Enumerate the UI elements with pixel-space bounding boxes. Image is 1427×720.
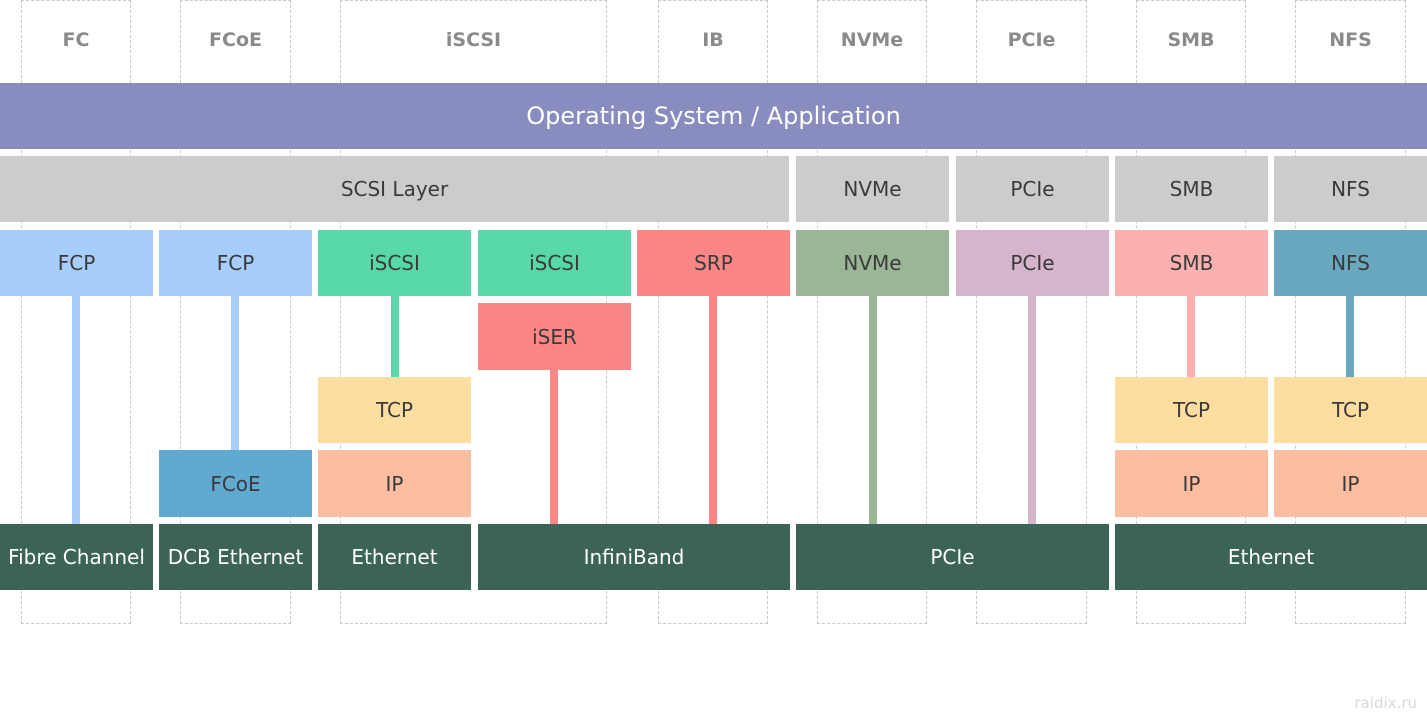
transport-ethernet-iscsi: Ethernet [318,524,471,590]
column-header-ib: IB [702,29,724,51]
transport-dcb-ethernet: DCB Ethernet [159,524,312,590]
column-guide-nvme [817,0,927,624]
protocol-fcp-fc: FCP [0,230,153,296]
connector-srp [709,296,717,524]
smb-layer: SMB [1115,156,1268,222]
connector-smb [1187,296,1195,378]
column-header-fcoe: FCoE [209,29,262,51]
connector-iscsi-tcp [391,296,399,378]
column-header-nfs: NFS [1329,29,1372,51]
tcp-layer-smb: TCP [1115,377,1268,443]
connector-fcoe [231,296,239,451]
column-guide-ib [658,0,768,624]
scsi-layer: SCSI Layer [0,156,789,222]
ip-layer-smb: IP [1115,450,1268,517]
column-guide-smb [1136,0,1246,624]
os-application-bar: Operating System / Application [0,83,1427,149]
transport-fibre-channel: Fibre Channel [0,524,153,590]
protocol-iscsi-tcp: iSCSI [318,230,471,296]
connector-fc [72,296,80,524]
column-header-iscsi: iSCSI [445,29,502,51]
nfs-layer: NFS [1274,156,1427,222]
protocol-nvme: NVMe [796,230,949,296]
ip-layer-iscsi: IP [318,450,471,517]
column-header-fc: FC [62,29,90,51]
protocol-iscsi-iser: iSCSI [478,230,631,296]
column-guide-fcoe [180,0,291,624]
tcp-layer-iscsi: TCP [318,377,471,443]
iser-layer: iSER [478,303,631,370]
protocol-nfs: NFS [1274,230,1427,296]
protocol-pcie: PCIe [956,230,1109,296]
protocol-smb: SMB [1115,230,1268,296]
column-header-pcie: PCIe [1007,29,1056,51]
connector-nvme [869,296,877,524]
nvme-layer: NVMe [796,156,949,222]
transport-ethernet-file: Ethernet [1115,524,1427,590]
column-header-nvme: NVMe [840,29,904,51]
connector-nfs [1346,296,1354,378]
ip-layer-nfs: IP [1274,450,1427,517]
protocol-srp: SRP [637,230,790,296]
column-guide-pcie [976,0,1087,624]
transport-infiniband: InfiniBand [478,524,790,590]
pcie-layer: PCIe [956,156,1109,222]
protocol-fcp-fcoe: FCP [159,230,312,296]
fcoe-layer: FCoE [159,450,312,517]
column-guide-nfs [1295,0,1406,624]
transport-pcie: PCIe [796,524,1109,590]
column-guide-fc [21,0,131,624]
tcp-layer-nfs: TCP [1274,377,1427,443]
column-header-smb: SMB [1167,29,1215,51]
watermark: raidix.ru [1354,694,1417,712]
connector-iser [550,370,558,524]
connector-pcie [1028,296,1036,524]
